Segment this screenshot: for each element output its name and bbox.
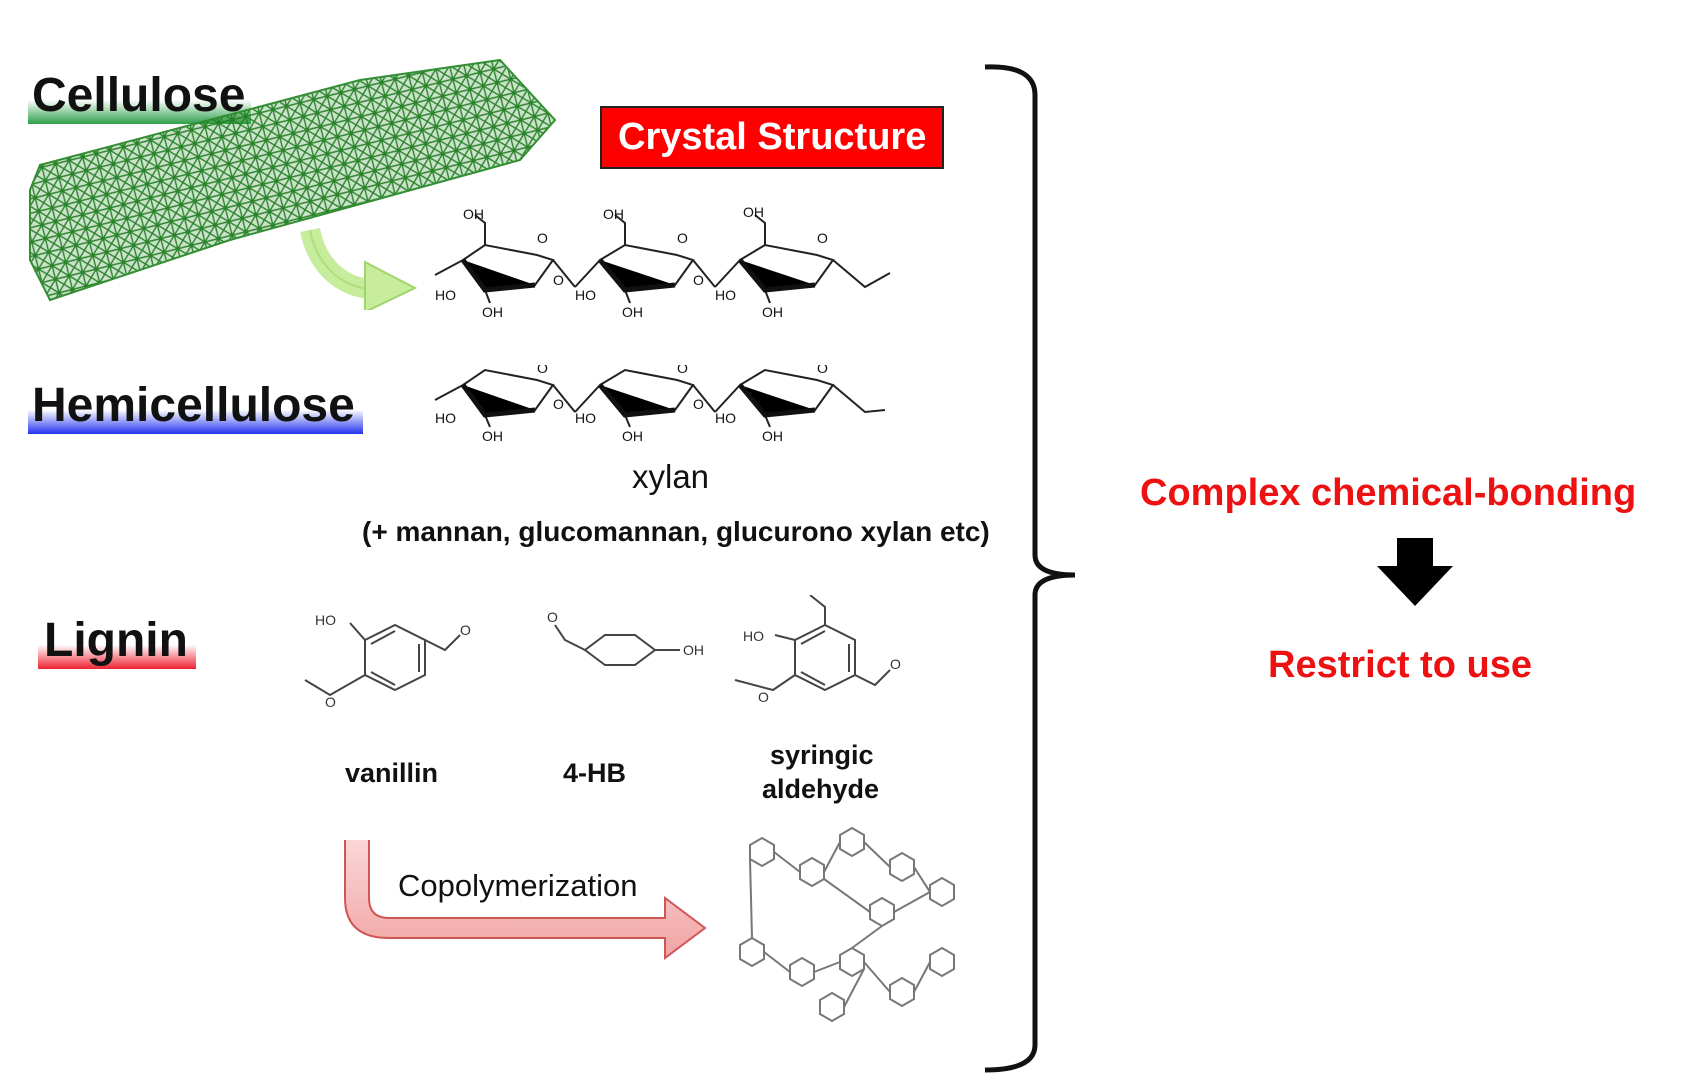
complex-bonding-text: Complex chemical-bonding [1140, 472, 1637, 514]
ho-label: HO [315, 612, 336, 628]
oh-label: OH [683, 642, 704, 658]
hemicellulose-heading: Hemicellulose [28, 380, 363, 434]
o-label: O [758, 689, 769, 705]
ho-label: HO [715, 410, 736, 426]
hemicellulose-note: (+ mannan, glucomannan, glucurono xylan … [362, 516, 990, 547]
cellulose-fiber-illustration [29, 58, 557, 310]
aldehyde-label: aldehyde [762, 774, 880, 804]
o-label: O [553, 396, 564, 412]
ho-label: HO [715, 287, 736, 303]
o-label: O [677, 230, 688, 246]
oh-label: OH [603, 206, 624, 222]
lignin-heading: Lignin [38, 615, 196, 669]
xylan-chain-structure: O O O HO HO HO O O OH OH OH [434, 365, 886, 444]
ho-label: HO [435, 410, 456, 426]
oh-label: OH [743, 205, 764, 220]
copolymerization-arrow [344, 840, 707, 960]
xylan-label: xylan [632, 458, 710, 495]
grouping-brace [984, 64, 1076, 1073]
o-label: O [537, 365, 548, 376]
o-label: O [677, 365, 688, 376]
restrict-to-use-text: Restrict to use [1268, 644, 1532, 686]
cellulose-heading: Cellulose [28, 70, 252, 124]
syringic-label: syringic [770, 740, 874, 770]
oh-label: OH [482, 428, 503, 444]
vanillin-label: vanillin [345, 758, 439, 788]
o-label: O [460, 622, 471, 638]
oh-label: OH [762, 304, 783, 320]
lignin-monomer-structures: HO O O O OH HO O O [304, 595, 901, 710]
oh-label: OH [463, 206, 484, 222]
copolymerization-label: Copolymerization [398, 868, 638, 903]
cellulose-chain-structure: OH OH OH O O O HO HO HO O O OH OH OH [434, 205, 891, 320]
oh-label: OH [482, 304, 503, 320]
o-label: O [547, 609, 558, 625]
o-label: O [537, 230, 548, 246]
ho-label: HO [575, 287, 596, 303]
down-arrow-icon [1377, 538, 1453, 606]
ho-label: HO [435, 287, 456, 303]
o-label: O [693, 396, 704, 412]
ho-label: HO [575, 410, 596, 426]
4hb-label: 4-HB [563, 758, 627, 788]
o-label: O [890, 656, 901, 672]
o-label: O [693, 272, 704, 288]
oh-label: OH [762, 428, 783, 444]
oh-label: OH [622, 304, 643, 320]
o-label: O [553, 272, 564, 288]
crystal-structure-badge: Crystal Structure [600, 106, 945, 169]
lignin-polymer-illustration [739, 826, 955, 1023]
ho-label: HO [743, 628, 764, 644]
o-label: O [817, 365, 828, 376]
oh-label: OH [622, 428, 643, 444]
o-label: O [325, 694, 336, 710]
o-label: O [817, 230, 828, 246]
